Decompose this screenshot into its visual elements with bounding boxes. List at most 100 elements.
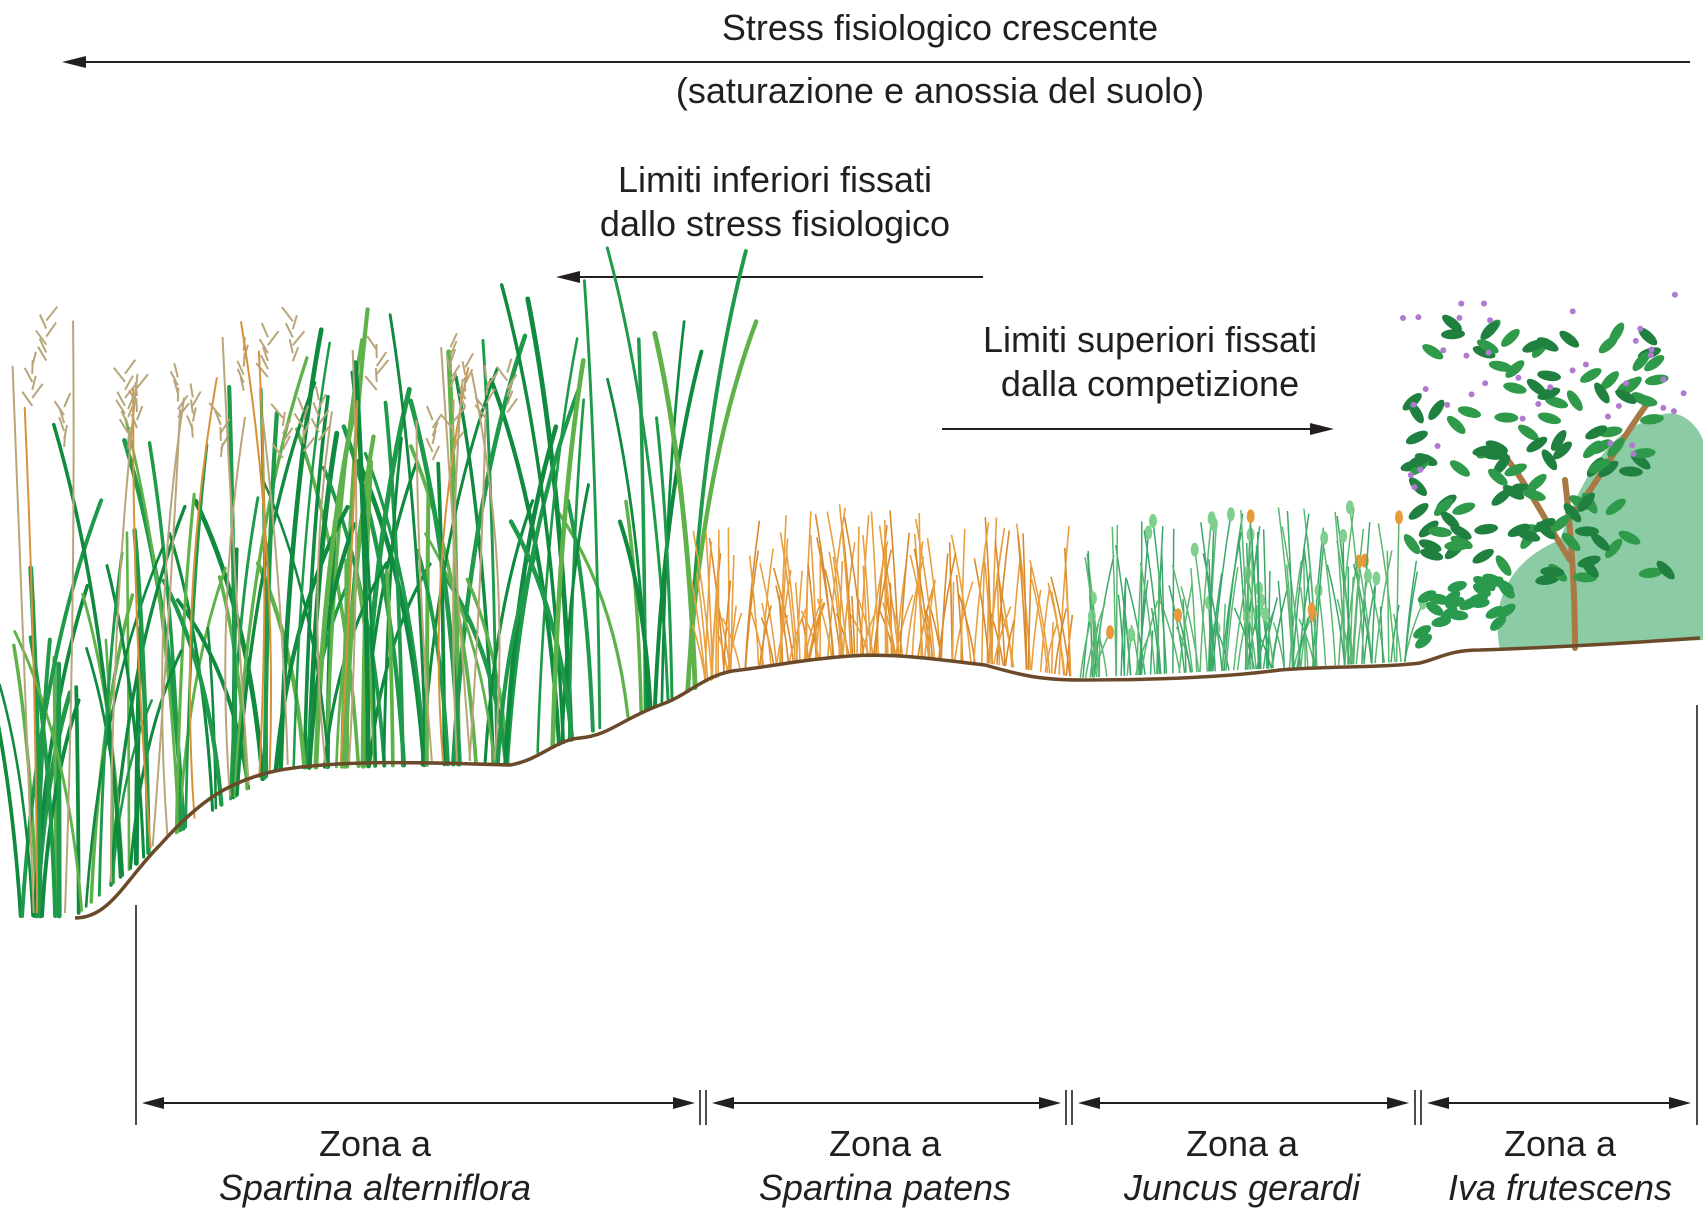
iva-flower (1570, 367, 1576, 373)
juncus-seed-pod (1210, 517, 1218, 531)
iva-flower (1605, 414, 1611, 420)
iva-leaf (1536, 369, 1561, 383)
spartina-alterniflora-blade (0, 561, 21, 916)
juncus-seed-pod (1320, 531, 1328, 545)
juncus-seed-pod (1395, 510, 1403, 524)
seed-head-spikelet (191, 399, 193, 413)
seed-head-spikelet (25, 368, 33, 382)
seed-head-spikelet (497, 367, 508, 381)
seed-head-spikelet (268, 331, 279, 345)
seed-head-spikelet (426, 438, 432, 452)
iva-flower (1648, 352, 1654, 358)
upper-limits-arrow-head (1310, 423, 1334, 435)
iva-flower (1672, 292, 1678, 298)
vegetation (0, 248, 1703, 916)
juncus-seed-pod (1364, 569, 1372, 583)
juncus-seed-pod (1191, 543, 1199, 557)
seed-head-spikelet (450, 333, 456, 347)
iva-flower (1671, 408, 1677, 414)
seed-head-spikelet (365, 376, 377, 390)
juncus-seed-pod (1372, 571, 1380, 585)
dimension-arrow-head (142, 1097, 164, 1109)
seed-head-spikelet (46, 307, 57, 321)
iva-flower (1681, 390, 1687, 396)
iva-leaf (1404, 428, 1430, 447)
iva-flower (1660, 405, 1666, 411)
iva-flower (1482, 380, 1488, 386)
dimension-arrow-head (712, 1097, 734, 1109)
seed-head-spikelet (221, 443, 223, 457)
zone-label-spartina-alterniflora: Zona a Spartina alterniflora (150, 1122, 600, 1210)
dimension-arrow-head (1078, 1097, 1100, 1109)
iva-leaf (1484, 450, 1508, 460)
iva-flower (1608, 440, 1614, 446)
zone-label-juncus-gerardi: Zona a Juncus gerardi (1072, 1122, 1412, 1210)
seed-head-spikelet (286, 323, 293, 337)
iva-leaf (1578, 365, 1604, 386)
seed-head-spikelet (433, 446, 440, 460)
iva-flower (1637, 326, 1643, 332)
seed-head-spikelet (137, 374, 148, 388)
zone-prefix: Zona a (319, 1123, 431, 1164)
iva-flower (1458, 301, 1464, 307)
iva-leaf (1564, 388, 1586, 413)
iva-flower (1469, 391, 1475, 397)
iva-flower (1547, 384, 1553, 390)
spartina-patens-stem (1052, 622, 1053, 674)
seed-head-spikelet (64, 433, 65, 447)
spartina-alterniflora-blade (0, 685, 33, 916)
juncus-seed-pod (1127, 628, 1135, 642)
iva-flower (1623, 380, 1629, 386)
iva-flower (1486, 350, 1492, 356)
iva-flower (1456, 315, 1462, 321)
seed-head-spikelet (290, 339, 293, 353)
spartina-patens-stem (941, 553, 947, 660)
spartina-patens-stem (746, 551, 759, 668)
seed-head-spikelet (244, 353, 245, 367)
seed-head-spikelet (64, 393, 70, 407)
seed-head-spikelet (32, 376, 35, 390)
juncus-seed-pod (1247, 509, 1255, 523)
seed-head-spikelet (125, 360, 135, 374)
seed-head-spikelet (465, 353, 473, 367)
zone-species: Juncus gerardi (1072, 1166, 1412, 1210)
seed-head-spikelet (54, 401, 64, 415)
spartina-patens-stem (716, 598, 717, 678)
seed-head-spikelet (40, 315, 46, 329)
juncus-seed-pod (1149, 514, 1157, 528)
seed-head-spikelet (114, 368, 125, 382)
iva-flower (1408, 472, 1414, 478)
upper-limits-label: Limiti superiori fissati dalla competizi… (905, 318, 1395, 406)
iva-leaf (1406, 500, 1431, 523)
stress-subtitle: (saturazione e anossia del suolo) (600, 69, 1280, 113)
stress-title: Stress fisiologico crescente (600, 6, 1280, 50)
seed-head-spikelet (316, 386, 319, 400)
zone-prefix: Zona a (1504, 1123, 1616, 1164)
iva-flower (1415, 314, 1421, 320)
upper-limits-line1: Limiti superiori fissati (905, 318, 1395, 362)
iva-flower (1435, 443, 1441, 449)
juncus-stem (1405, 571, 1417, 661)
iva-flower (1444, 402, 1450, 408)
seed-head-spikelet (174, 363, 178, 377)
stress-subtitle-text: (saturazione e anossia del suolo) (600, 69, 1280, 113)
lower-limits-line2: dallo stress fisiologico (520, 202, 1030, 246)
seed-head-spikelet (293, 315, 297, 329)
seed-head-spikelet (22, 392, 32, 406)
spartina-patens-stem (885, 520, 886, 656)
juncus-seed-pod (1308, 603, 1316, 617)
iva-flower (1630, 451, 1636, 457)
seed-head-spikelet (191, 383, 193, 397)
iva-leaf (1425, 397, 1447, 422)
spartina-patens-stem (953, 582, 954, 661)
spartina-alterniflora-blade (59, 664, 60, 916)
dimension-arrow-head (1427, 1097, 1449, 1109)
zone-label-spartina-patens: Zona a Spartina patens (705, 1122, 1065, 1210)
upper-limits-line2: dalla competizione (905, 362, 1395, 406)
juncus-seed-pod (1339, 529, 1347, 543)
iva-flower (1583, 361, 1589, 367)
iva-leaf (1441, 329, 1465, 340)
spartina-patens-stem (961, 529, 965, 662)
iva-leaf (1498, 326, 1522, 350)
